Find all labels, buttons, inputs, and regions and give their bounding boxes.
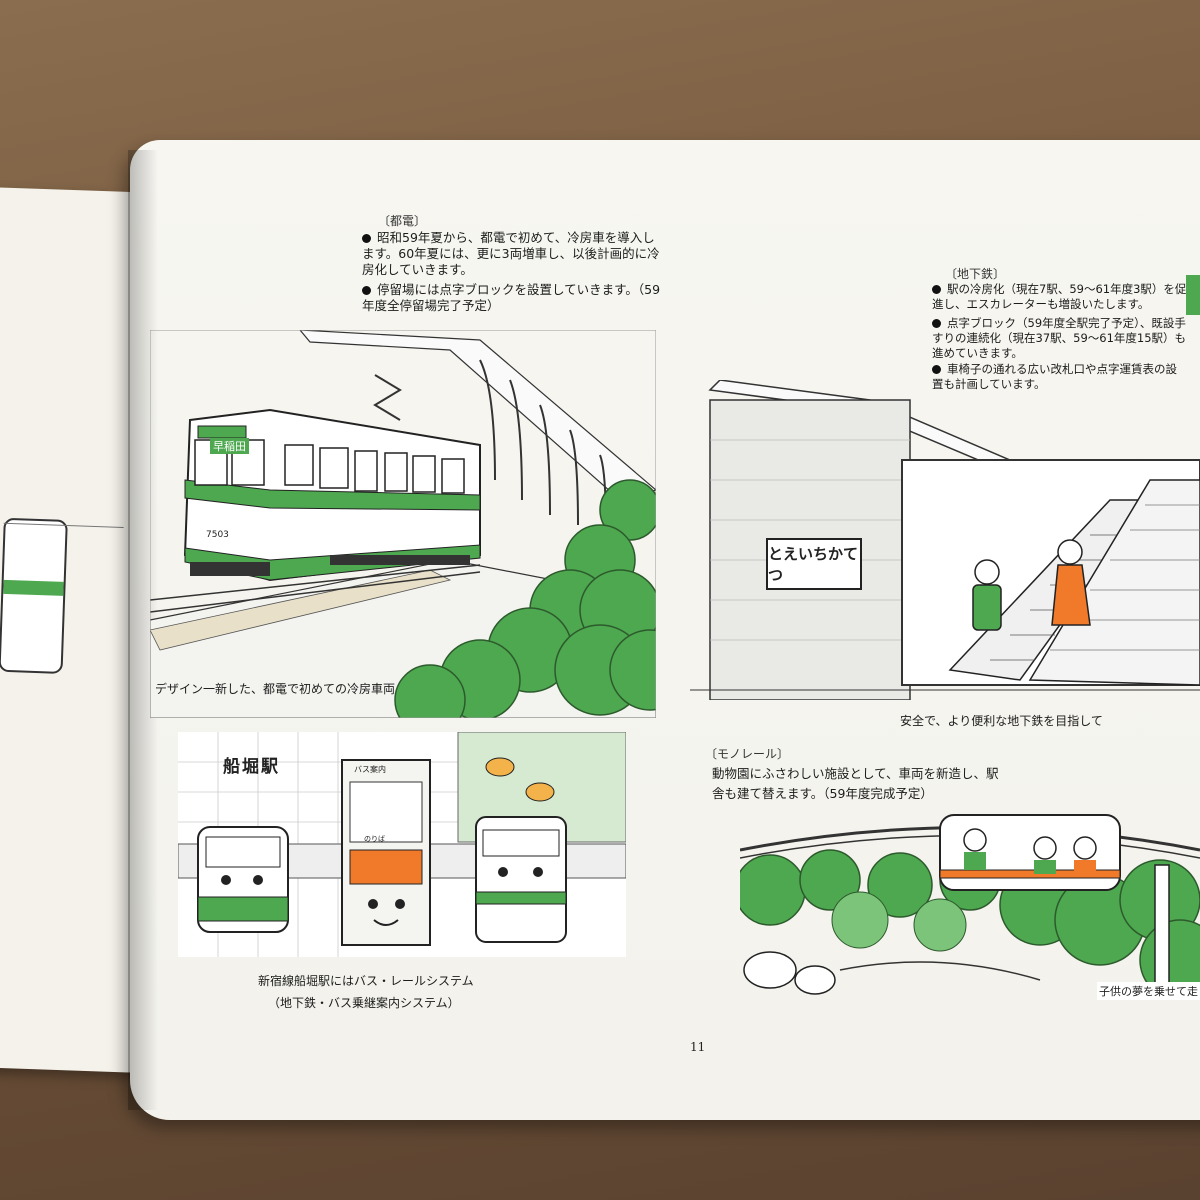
subway-sign: とえいちかてつ [766, 538, 862, 590]
bullet-icon [362, 286, 371, 295]
subway-illustration: とえいちかてつ [690, 380, 1200, 700]
bullet-icon [932, 319, 941, 328]
bullet-icon [932, 365, 941, 374]
subway-bullet-3: 車椅子の通れる広い改札口や点字運賃表の設置も計画しています。 [932, 362, 1177, 391]
bullet-icon [362, 234, 371, 243]
info-board-header: バス案内 [354, 765, 386, 774]
subway-bullet-2: 点字ブロック（59年度全駅完了予定）、既設手すりの連続化（現在37駅、59〜61… [932, 316, 1187, 360]
funabori-caption-2: （地下鉄・バス乗継案内システム） [268, 996, 460, 1010]
tram-platform-drawing [150, 330, 656, 718]
subway-caption: 安全で、より便利な地下鉄を目指して [900, 714, 1103, 728]
green-tab [1186, 275, 1200, 315]
monorail-zoo-drawing [740, 814, 1200, 1000]
monorail-illustration: 子供の夢を乗せて走 [740, 810, 1200, 1000]
tram-number: 7503 [206, 530, 229, 540]
info-board-footer: のりば [364, 835, 385, 843]
subway-heading: 〔地下鉄〕 [945, 267, 1006, 281]
toden-illustration: 早稲田 7503 [150, 330, 656, 718]
station-name-sign: 船堀駅 [223, 757, 280, 777]
toden-bullet-2: 停留場には点字ブロックを設置していきます。（59年度全停留場完了予定） [362, 282, 661, 313]
toden-bullet-1: 昭和59年夏から、都電で初めて、冷房車を導入します。60年夏には、更に3両増車し… [362, 230, 660, 277]
funabori-station-drawing [178, 732, 626, 957]
toden-caption: デザイン一新した、都電で初めての冷房車両 [155, 682, 396, 696]
funabori-illustration: 船堀駅 バス案内 のりば [178, 732, 626, 957]
funabori-caption-1: 新宿線船堀駅にはバス・レールシステム [258, 974, 474, 988]
left-page-train-illustration [0, 517, 68, 674]
monorail-caption: 子供の夢を乗せて走 [1097, 982, 1200, 1000]
page-number: 11 [690, 1040, 706, 1054]
subway-bullet-1: 駅の冷房化（現在7駅、59〜61年度3駅）を促進し、エスカレーターも増設いたしま… [932, 282, 1187, 311]
tram-destination-sign: 早稲田 [210, 438, 249, 454]
toden-heading: 〔都電〕 [378, 214, 427, 228]
bullet-icon [932, 285, 941, 294]
monorail-body: 動物園にふさわしい施設として、車両を新造し、駅舎も建て替えます。（59年度完成予… [712, 766, 999, 801]
monorail-heading: 〔モノレール〕 [705, 747, 790, 761]
